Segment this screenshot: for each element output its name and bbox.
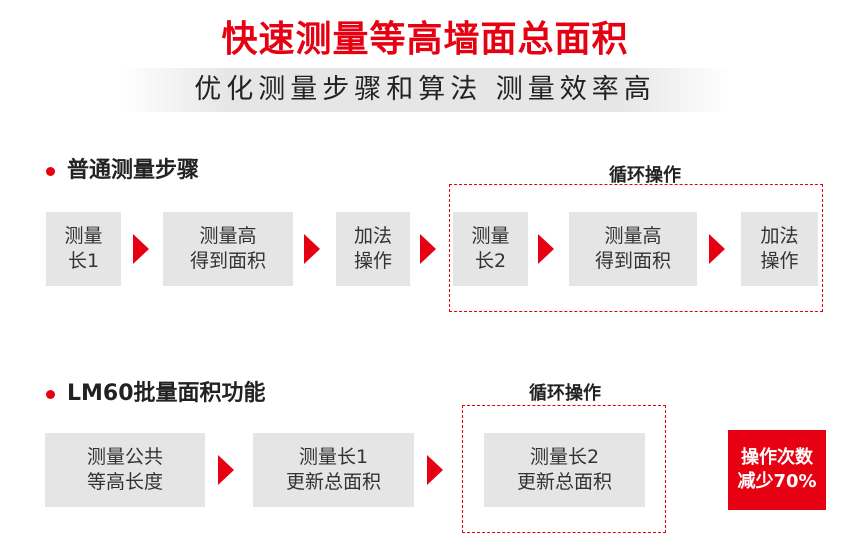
red-chevron-right-icon (218, 455, 234, 485)
red-dot-icon (46, 389, 55, 399)
step-measure-length-2-update-area: 测量长2 更新总面积 (484, 433, 645, 507)
loop-label-lm60: 循环操作 (529, 383, 601, 404)
step-add-operation-2: 加法 操作 (741, 212, 818, 286)
step-measure-length-1: 测量 长1 (46, 212, 121, 286)
step-measure-common-height-length: 测量公共 等高长度 (45, 433, 205, 507)
step-measure-length-2: 测量 长2 (453, 212, 528, 286)
red-chevron-right-icon (133, 234, 149, 264)
loop-frame-normal (449, 184, 823, 312)
red-dot-icon (46, 166, 55, 176)
red-chevron-right-icon (420, 234, 436, 264)
page-title: 快速测量等高墙面总面积 (221, 19, 629, 60)
loop-label-normal: 循环操作 (609, 165, 681, 186)
red-chevron-right-icon (709, 234, 725, 264)
section-heading-normal: 普通测量步骤 (46, 158, 199, 184)
step-measure-height-area-1: 测量高 得到面积 (163, 212, 293, 286)
step-measure-height-area-2: 测量高 得到面积 (569, 212, 697, 286)
red-chevron-right-icon (538, 234, 554, 264)
section-heading-lm60: LM60批量面积功能 (46, 381, 266, 407)
step-add-operation-1: 加法 操作 (336, 212, 410, 286)
section-heading-lm60-label: LM60批量面积功能 (67, 381, 266, 406)
loop-frame-lm60 (462, 405, 666, 533)
section-heading-normal-label: 普通测量步骤 (67, 158, 200, 183)
step-measure-length-1-update-area: 测量长1 更新总面积 (253, 433, 414, 507)
subtitle-band (120, 68, 730, 112)
operations-reduced-badge: 操作次数 减少70% (728, 430, 826, 510)
red-chevron-right-icon (304, 234, 320, 264)
red-chevron-right-icon (427, 455, 443, 485)
page-subtitle: 优化测量步骤和算法 测量效率高 (194, 74, 656, 105)
